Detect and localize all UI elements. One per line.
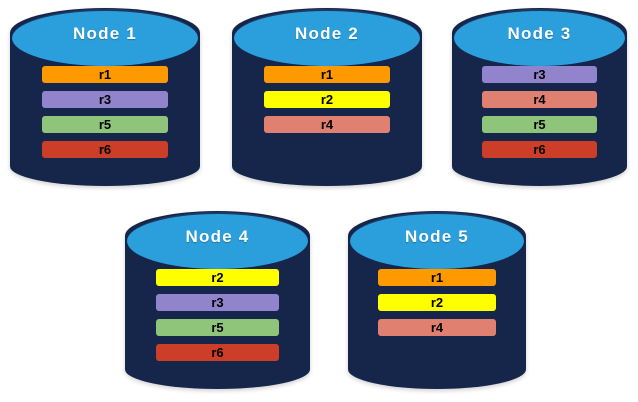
replica-bar[interactable]: r5 (481, 116, 598, 133)
replica-list: r2 r3 r5 r6 (125, 269, 310, 369)
replica-list: r1 r2 r4 (232, 66, 422, 141)
replica-bar[interactable]: r4 (378, 319, 496, 336)
cylinder-top-icon (234, 10, 420, 66)
replica-bar[interactable]: r3 (481, 66, 598, 83)
database-node-3[interactable]: Node 3 r3 r4 r5 r6 (452, 8, 627, 186)
node-title: Node 2 (295, 24, 359, 43)
replica-list: r3 r4 r5 r6 (452, 66, 627, 166)
node-title: Node 5 (405, 227, 469, 246)
replica-bar[interactable]: r5 (42, 116, 168, 133)
cylinder-top-icon (127, 213, 308, 269)
database-node-4[interactable]: Node 4 r2 r3 r5 r6 (125, 211, 310, 389)
node-title: Node 3 (507, 24, 572, 43)
replica-bar[interactable]: r5 (156, 319, 279, 336)
replica-bar[interactable]: r3 (42, 91, 168, 108)
replica-bar[interactable]: r6 (156, 344, 279, 361)
replica-bar[interactable]: r6 (481, 141, 598, 158)
replica-bar[interactable]: r2 (264, 91, 390, 108)
replica-list: r1 r3 r5 r6 (10, 66, 200, 166)
cylinder-top-icon (12, 10, 198, 66)
replica-bar[interactable]: r2 (378, 294, 496, 311)
replica-bar[interactable]: r1 (264, 66, 390, 83)
replica-list: r1 r2 r4 (348, 269, 526, 344)
node-title: Node 1 (73, 24, 137, 43)
cylinder-top-icon (454, 10, 625, 66)
replica-bar[interactable]: r4 (481, 91, 598, 108)
database-node-5[interactable]: Node 5 r1 r2 r4 (348, 211, 526, 389)
replica-bar[interactable]: r1 (42, 66, 168, 83)
node-title: Node 4 (185, 227, 250, 246)
replica-bar[interactable]: r1 (378, 269, 496, 286)
database-node-2[interactable]: Node 2 r1 r2 r4 (232, 8, 422, 186)
database-node-1[interactable]: Node 1 r1 r3 r5 r6 (10, 8, 200, 186)
replica-bar[interactable]: r3 (156, 294, 279, 311)
replica-bar[interactable]: r4 (264, 116, 390, 133)
replica-bar[interactable]: r6 (42, 141, 168, 158)
replica-bar[interactable]: r2 (156, 269, 279, 286)
cylinder-top-icon (350, 213, 524, 269)
